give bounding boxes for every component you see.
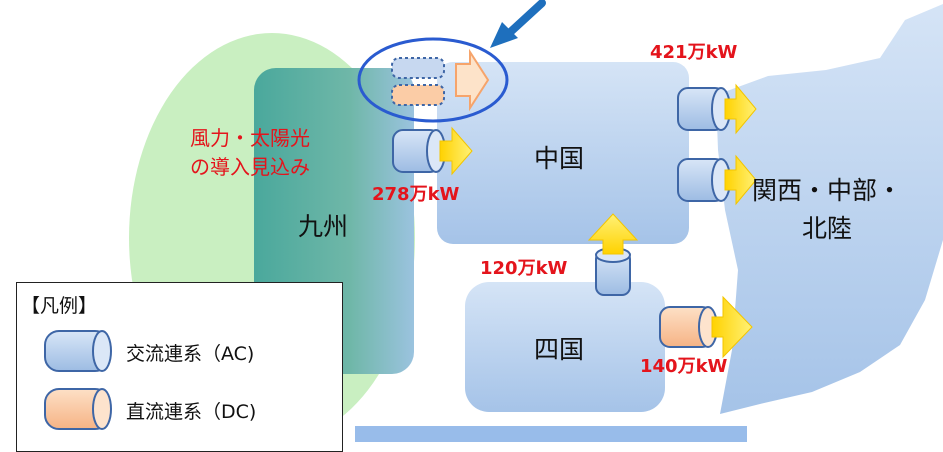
capacity-chugoku-kansai: 421万kW — [650, 42, 738, 63]
potential-label: 風力・太陽光 の導入見込み — [190, 126, 310, 179]
pointer-arrow-icon — [490, 0, 546, 48]
region-label-chugoku: 中国 — [534, 144, 585, 173]
legend: 【凡例】 交流連系（AC) 直流連系（DC) — [16, 282, 343, 452]
region-label-kansai: 関西・中部・ 北陸 — [752, 176, 903, 243]
region-kansai — [716, 4, 943, 414]
capacity-shikoku-kansai: 140万kW — [640, 356, 728, 377]
bottom-bar — [355, 426, 747, 442]
legend-title: 【凡例】 — [21, 295, 98, 317]
legend-ac-label: 交流連系（AC) — [126, 343, 255, 365]
legend-dc-label: 直流連系（DC) — [126, 401, 257, 423]
ac-connector-icon — [677, 83, 757, 135]
capacity-kyushu-chugoku: 278万kW — [372, 184, 460, 205]
planned-connectors — [391, 48, 490, 112]
region-shikoku — [465, 282, 665, 412]
region-label-shikoku: 四国 — [534, 335, 585, 364]
legend-icons — [44, 330, 112, 430]
dc-connector-icon — [659, 295, 753, 359]
ac-connector-icon — [44, 330, 112, 372]
ac-connector-icon — [677, 154, 757, 206]
region-chugoku — [437, 62, 689, 244]
region-label-kyushu: 九州 — [298, 212, 349, 241]
capacity-shikoku-chugoku: 120万kW — [480, 258, 568, 279]
dc-connector-icon — [44, 388, 112, 430]
ac-connector-icon — [392, 126, 473, 176]
highlight-ellipse — [357, 37, 509, 123]
ac-connector-icon — [587, 213, 639, 296]
